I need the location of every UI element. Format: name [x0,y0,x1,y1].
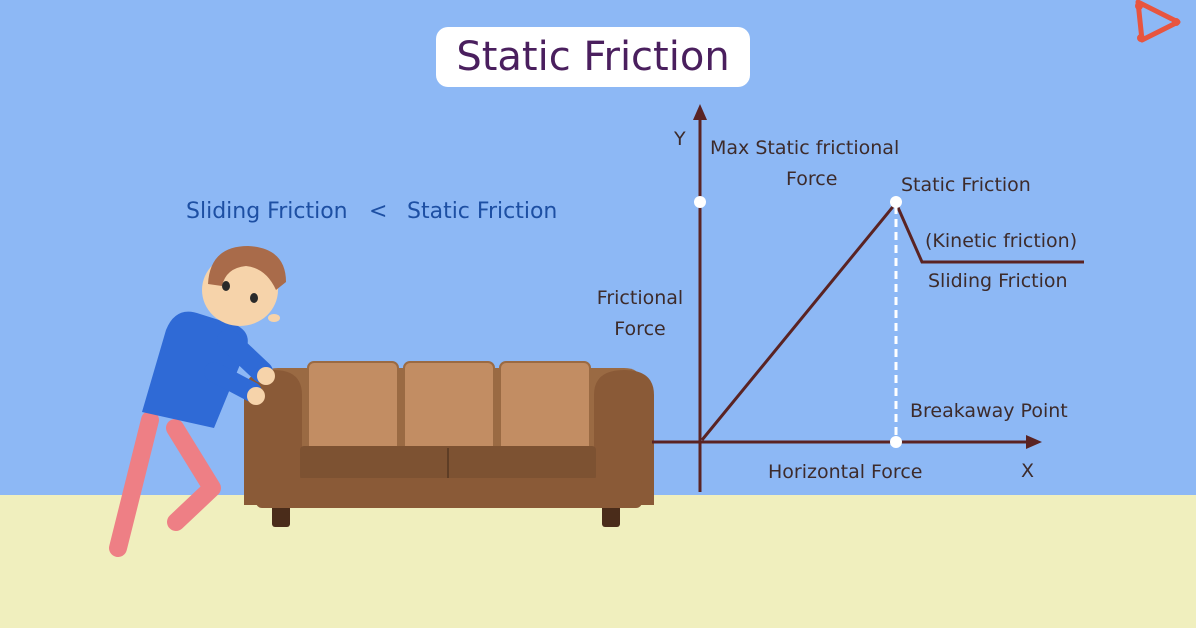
y-axis-arrow-icon [693,104,707,120]
frictional-force-label-line1: Frictional [596,287,684,309]
horizontal-force-label: Horizontal Force [768,461,923,483]
friction-graph [652,104,1084,492]
x-axis-label: X [1021,460,1035,482]
breakaway-point [890,436,902,448]
relation-operator: < [369,199,388,224]
max-force-point [694,196,706,208]
frictional-force-label-line2: Force [614,318,666,340]
friction-curve [700,200,1084,441]
sliding-label: Sliding Friction [928,270,1068,292]
max-force-label-line2: Force [786,168,838,190]
play-logo-icon [1135,0,1181,43]
breakaway-label: Breakaway Point [910,400,1068,422]
kinetic-label: (Kinetic friction) [925,230,1078,252]
sofa [244,361,654,527]
person-pushing [109,246,286,557]
ground [0,495,1196,628]
max-force-label-line1: Max Static frictional [710,137,900,159]
peak-label: Static Friction [901,174,1031,196]
y-axis-label: Y [674,128,686,150]
x-axis-arrow-icon [1026,435,1042,449]
page-title: Static Friction [436,27,750,87]
relation-right-label: Static Friction [407,199,558,224]
peak-point [890,196,902,208]
relation-left-label: Sliding Friction [186,199,348,224]
